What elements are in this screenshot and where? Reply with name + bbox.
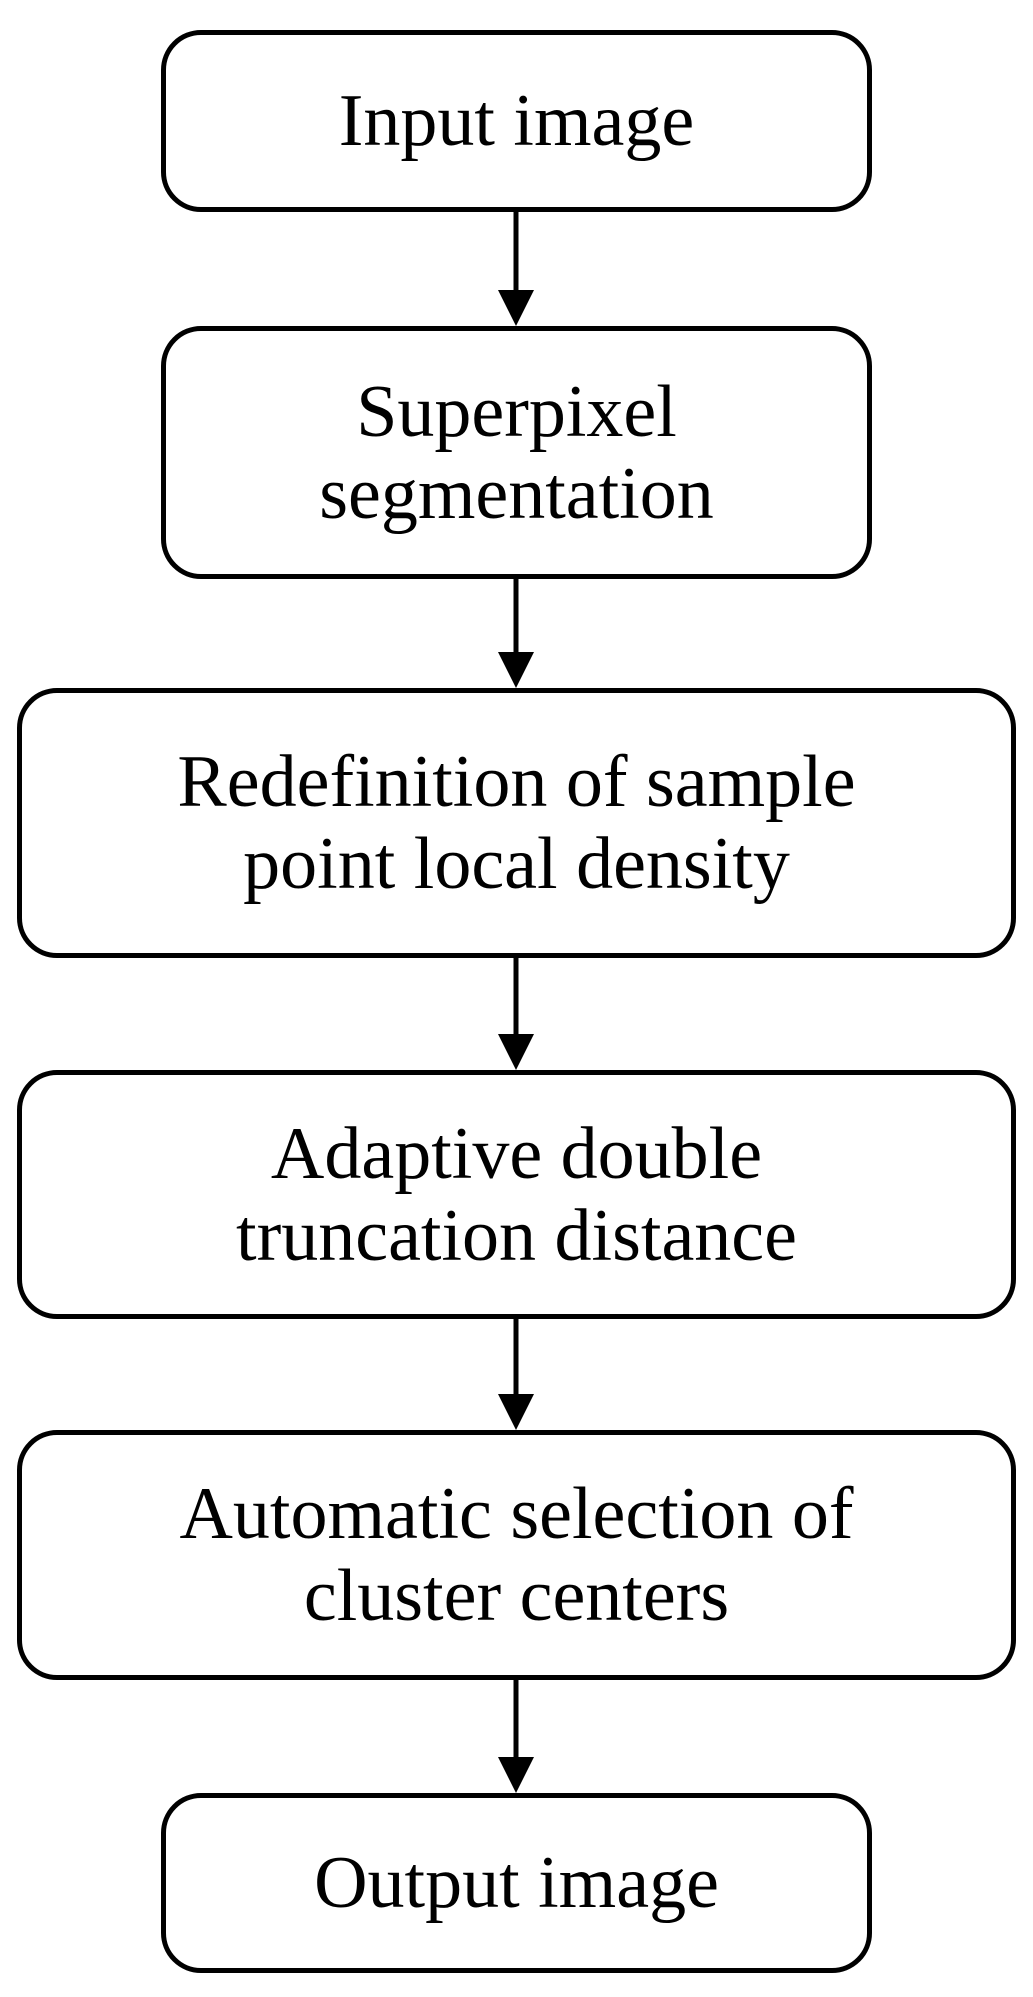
step-output-image: Output image (161, 1793, 872, 1973)
arrow-density-to-truncation (498, 958, 534, 1070)
arrow-superpixel-to-density (498, 579, 534, 688)
step-superpixel-segmentation-line-1: Superpixel (356, 370, 677, 453)
step-adaptive-truncation-distance: Adaptive double truncation distance (17, 1070, 1016, 1319)
step-input-image: Input image (161, 30, 872, 212)
step-superpixel-segmentation-line-2: segmentation (319, 452, 714, 535)
step-superpixel-segmentation: Superpixel segmentation (161, 326, 872, 579)
step-redefinition-local-density-line-1: Redefinition of sample (177, 741, 856, 823)
step-automatic-cluster-centers-line-2: cluster centers (303, 1555, 730, 1637)
arrow-centers-to-output (498, 1680, 534, 1793)
step-adaptive-truncation-distance-line-1: Adaptive double (270, 1112, 763, 1195)
step-redefinition-local-density: Redefinition of sample point local densi… (17, 688, 1016, 958)
step-redefinition-local-density-line-2: point local density (243, 823, 790, 905)
arrow-truncation-to-centers (498, 1319, 534, 1430)
step-output-image-line-1: Output image (314, 1842, 719, 1924)
step-automatic-cluster-centers-line-1: Automatic selection of (179, 1473, 854, 1555)
step-automatic-cluster-centers: Automatic selection of cluster centers (17, 1430, 1016, 1680)
arrow-input-to-superpixel (498, 212, 534, 326)
step-adaptive-truncation-distance-line-2: truncation distance (236, 1194, 797, 1277)
step-input-image-line-1: Input image (338, 80, 695, 162)
